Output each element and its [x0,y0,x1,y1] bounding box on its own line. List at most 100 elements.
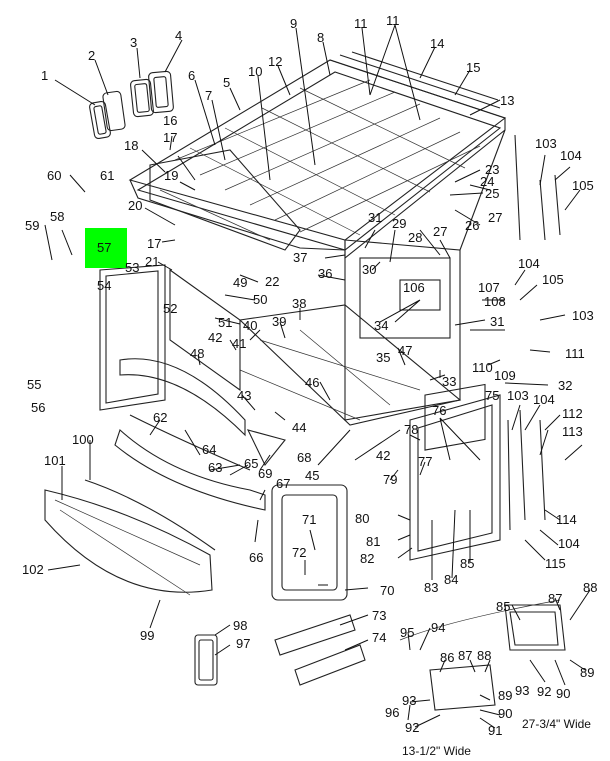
callout-label: 82 [360,551,374,566]
callout-label: 108 [484,294,506,309]
callout-label: 43 [237,388,251,403]
callout-label: 8 [317,30,324,45]
callout-label: 66 [249,550,263,565]
callout-label: 44 [292,420,306,435]
callout-label: 84 [444,572,458,587]
callout-label: 104 [518,256,540,271]
callout-label: 50 [253,292,267,307]
callout-label: 34 [374,318,388,333]
callout-label: 47 [398,343,412,358]
callout-label: 4 [175,28,182,43]
callout-label: 54 [97,278,111,293]
callout-label: 39 [272,314,286,329]
callout-label: 12 [268,54,282,69]
callout-label: 110 [472,360,493,375]
callout-label: 56 [31,400,45,415]
callout-label: 91 [488,723,502,738]
callout-label: 86 [440,650,454,665]
callout-label: 5 [223,75,230,90]
front-bumper [114,414,286,511]
callout-label: 100 [72,432,94,447]
callout-label: 7 [205,88,212,103]
callout-label: 60 [47,168,61,183]
leader-lines [44,24,591,729]
callout-label: 105 [572,178,594,193]
callout-label: 41 [232,336,246,351]
callout-label: 75 [485,388,499,403]
callout-label: 59 [25,218,39,233]
callout-label: 14 [430,36,444,51]
callout-label: 79 [383,472,397,487]
callout-label: 38 [292,296,306,311]
callout-label: 83 [424,580,438,595]
callout-label: 88 [583,580,597,595]
callout-label: 22 [265,274,279,289]
callout-label: 74 [372,630,386,645]
callout-label: 32 [558,378,572,393]
callout-label: 6 [188,68,195,83]
callout-label: 89 [580,665,594,680]
callout-label: 11 [354,16,368,31]
callout-label: 104 [560,148,582,163]
callout-label: 40 [243,318,257,333]
callout-label: 15 [466,60,480,75]
callout-label: 42 [208,330,222,345]
callout-label: 21 [145,254,159,269]
callout-label: 55 [27,377,41,392]
callout-label: 98 [233,618,247,633]
callout-label: 48 [190,346,204,361]
callout-label: 52 [163,301,177,316]
trim-strips [507,134,561,531]
callout-label: 70 [380,583,394,598]
highlight-box[interactable] [85,228,127,268]
callout-label: 17 [147,236,161,251]
callout-label: 62 [153,410,167,425]
callout-label: 78 [404,422,418,437]
callout-label: 103 [507,388,529,403]
cab-body [169,129,506,426]
callout-label: 49 [233,275,247,290]
callout-label: 113 [562,424,583,439]
callout-label: 51 [218,315,232,330]
callout-label: 31 [490,314,504,329]
callout-label: 76 [432,403,446,418]
callout-label: 37 [293,250,307,265]
callout-label: 99 [140,628,154,643]
callout-label: 107 [478,280,500,295]
callout-label: 71 [302,512,316,527]
callout-label: 2 [88,48,95,63]
highlighted-callout-label: 57 [97,240,111,255]
callout-label: 114 [556,512,577,527]
callout-label: 103 [572,308,594,323]
callout-label: 63 [208,460,222,475]
callout-label: 104 [558,536,580,551]
callout-label: 23 [485,162,499,177]
windshield [44,479,216,596]
callout-label: 42 [376,448,390,463]
callout-label: 31 [368,210,382,225]
callout-label: 106 [403,280,425,295]
callout-label: 58 [50,209,64,224]
callout-label: 90 [556,686,570,701]
callout-label: 89 [498,688,512,703]
callout-label: 88 [477,648,491,663]
callout-label: 109 [494,368,516,383]
callout-label: 92 [405,720,419,735]
callout-label: 27 [433,224,447,239]
callout-label: 35 [376,350,390,365]
sliding-windows [194,634,218,686]
callout-label: 87 [458,648,472,663]
callout-label: 102 [22,562,44,577]
callout-label: 87 [548,591,562,606]
roof-assembly [128,51,507,260]
callout-label: 33 [442,374,456,389]
callout-label: 20 [128,198,142,213]
callout-label: 53 [125,260,139,275]
callout-label: 97 [236,636,250,651]
callout-label: 13 [500,93,514,108]
callout-label: 36 [318,266,332,281]
callout-label: 85 [460,556,474,571]
callout-label: 61 [100,168,114,183]
callout-label: 115 [545,556,566,571]
